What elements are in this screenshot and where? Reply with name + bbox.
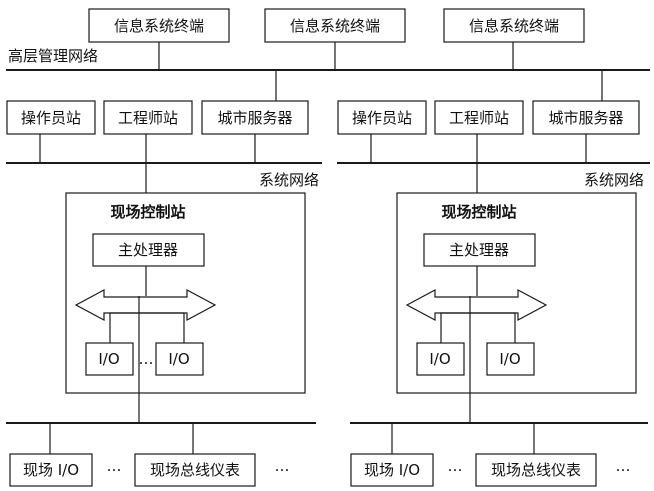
engineer-station-box-right [434,100,524,135]
field-ellipsis-1-left: … [107,457,122,475]
operator-station-label-right: 操作员站 [352,109,412,127]
processor-label-left: 主处理器 [118,241,178,259]
io-label-2-right: I/O [499,350,520,368]
terminal-label-2: 信息系统终端 [290,17,380,35]
field-bus-instrument-box-left [134,453,256,487]
io-box-1-right [416,342,465,376]
field-io-box-right [350,453,434,487]
io-box-2-right [486,342,535,376]
field-ellipsis-2-right: … [616,457,631,475]
management-network-label: 高层管理网络 [8,47,98,65]
operator-station-box-left [6,100,96,135]
terminal-label-3: 信息系统终端 [469,17,559,35]
city-server-label-right: 城市服务器 [548,109,623,127]
system-network-label-right: 系统网络 [584,171,644,189]
operator-station-label-left: 操作员站 [21,109,81,127]
control-station-label-right: 现场控制站 [441,203,516,221]
control-station-label-left: 现场控制站 [110,203,185,221]
terminal-box-3 [443,8,585,43]
processor-label-right: 主处理器 [449,241,509,259]
bus-to-io-lines-right [440,312,516,343]
engineer-station-label-right: 工程师站 [449,109,509,127]
field-io-box-left [9,453,93,487]
city-server-label-left: 城市服务器 [217,109,292,127]
io-box-1-left [85,342,134,376]
city-server-box-left [201,100,309,135]
field-ellipsis-1-right: … [448,457,463,475]
io-ellipsis-left: … [139,350,154,368]
io-label-1-right: I/O [429,350,450,368]
engineer-station-label-left: 工程师站 [118,109,178,127]
field-bus-instrument-box-right [475,453,597,487]
terminal-box-2 [264,8,406,43]
io-box-2-left [155,342,204,376]
operator-station-box-right [337,100,427,135]
field-io-label-left: 现场 I/O [23,461,79,479]
io-label-1-left: I/O [98,350,119,368]
io-label-2-left: I/O [168,350,189,368]
system-network-label-left: 系统网络 [259,171,319,189]
terminal-label-1: 信息系统终端 [114,17,204,35]
processor-box-right [423,233,536,267]
bus-to-io-lines-left [109,312,185,343]
field-bus-instrument-label-right: 现场总线仪表 [491,461,581,479]
engineer-station-box-left [103,100,193,135]
field-ellipsis-2-left: … [275,457,290,475]
field-io-label-right: 现场 I/O [364,461,420,479]
processor-box-left [92,233,205,267]
terminal-box-1 [88,8,230,43]
field-bus-instrument-label-left: 现场总线仪表 [150,461,240,479]
